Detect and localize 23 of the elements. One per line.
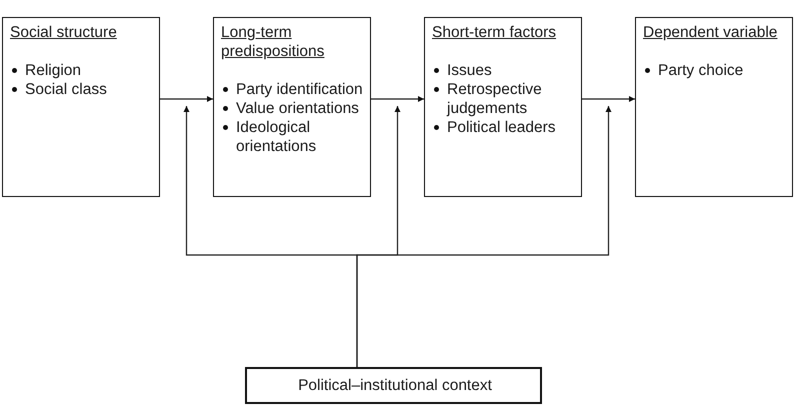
context-box: [245, 367, 542, 404]
arrow: [582, 96, 635, 102]
factor-box: [213, 17, 371, 197]
arrow: [160, 96, 213, 102]
factor-box: [2, 17, 160, 197]
list-item: Party identification: [236, 80, 363, 99]
box-heading: Long-term predispositions: [221, 23, 326, 61]
list-item: Value orientations: [236, 99, 359, 118]
box-label: Political–institutional context: [298, 376, 492, 395]
box-heading: Dependent variable: [643, 23, 778, 42]
connector-arrow: [356, 106, 612, 367]
list-item: Social class: [25, 80, 107, 99]
list-item: Ideological orientations: [236, 118, 318, 156]
list-item: Religion: [25, 61, 82, 80]
arrow: [371, 96, 424, 102]
list-item: Retrospective judgements: [447, 80, 543, 118]
list-item: Political leaders: [447, 118, 556, 137]
list-item: Party choice: [658, 61, 744, 80]
factor-box: [424, 17, 582, 197]
box-heading: Social structure: [10, 23, 118, 42]
factor-box: [635, 17, 793, 197]
list-item: Issues: [447, 61, 492, 80]
box-heading: Short-term factors: [432, 23, 558, 42]
